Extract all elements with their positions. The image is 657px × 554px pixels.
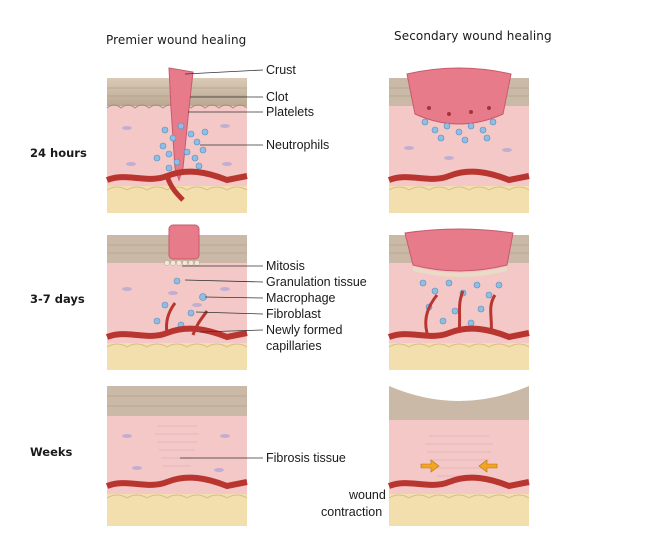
row-label-24-hours: 24 hours [30,146,87,160]
label-newly-formed: Newly formed [266,323,343,337]
label-capillaries: capillaries [266,339,322,353]
panel-primary-3-7-days [105,224,248,370]
label-granulation-tissue: Granulation tissue [266,275,367,289]
panel-secondary-24h [387,67,530,213]
label-crust: Crust [266,63,296,77]
panel-primary-24h [105,67,248,213]
label-mitosis: Mitosis [266,259,305,273]
label-neutrophils: Neutrophils [266,138,330,152]
panel-secondary-3-7-days [387,228,530,370]
panel-secondary-weeks [387,386,530,526]
label-fibrosis-tissue: Fibrosis tissue [266,451,346,465]
secondary-healing-title: Secondary wound healing [394,29,552,43]
row-label-weeks: Weeks [30,445,73,459]
panel-primary-weeks [105,386,248,526]
label-fibroblast: Fibroblast [266,307,321,321]
primary-healing-title: Premier wound healing [106,33,247,47]
label-platelets: Platelets [266,105,314,119]
label-clot: Clot [266,90,289,104]
label-wound: wound [349,488,386,502]
row-label-3-7-days: 3-7 days [30,292,85,306]
label-contraction: contraction [321,505,383,519]
label-macrophage: Macrophage [266,291,336,305]
